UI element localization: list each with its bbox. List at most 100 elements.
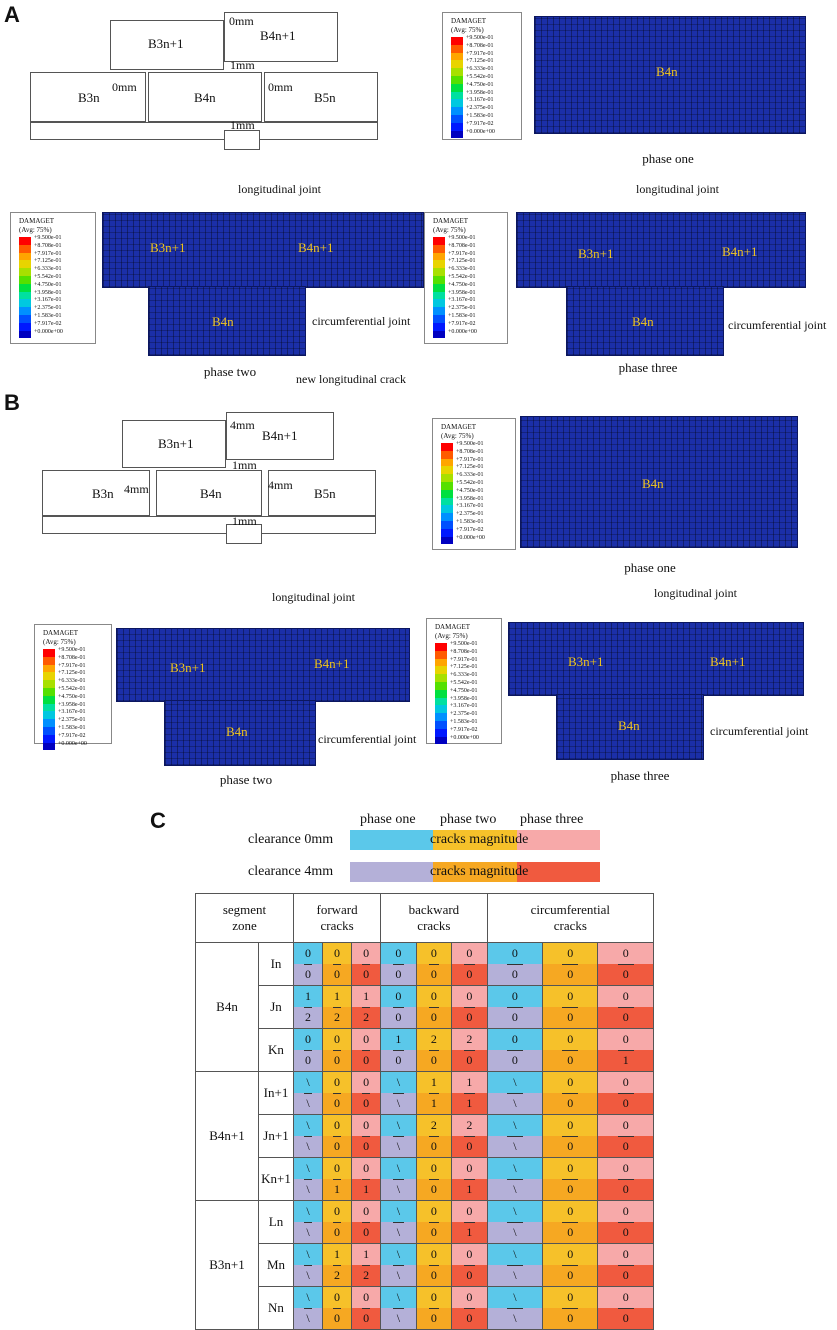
legend-swatch (441, 443, 453, 451)
col-header-line1: forward (316, 902, 358, 917)
cell-bottom-value: 0 (543, 1007, 598, 1028)
anno-a2-circ-joint: circumferential joint (312, 314, 411, 328)
segment-b3n-label: B3n (78, 90, 100, 105)
cell-bottom-value: 0 (381, 964, 416, 985)
segment-label: B3n+1 (195, 1200, 259, 1330)
cell-bottom-value: \ (487, 1308, 543, 1329)
legend-a-phase-one: DAMAGET(Avg: 75%) +9.500e-01+8.708e-01+7… (442, 12, 522, 140)
legend-swatch (435, 682, 447, 690)
legend-swatch (19, 299, 31, 308)
table-cell: \\ (486, 1286, 544, 1330)
col-header-line2: cracks (553, 918, 587, 933)
cell-bottom-value: \ (381, 1136, 416, 1157)
legend-value: +7.917e-01 (34, 250, 62, 257)
legend-swatch (451, 115, 463, 123)
legend-swatch (451, 130, 463, 139)
legend-swatch (19, 307, 31, 315)
cell-bottom-value: 0 (381, 1050, 416, 1071)
cell-bottom-value: 0 (487, 1007, 543, 1028)
legend-value: +3.958e-01 (448, 289, 476, 296)
cell-bottom-value: \ (381, 1308, 416, 1329)
cell-bottom-value: 0 (416, 1265, 452, 1286)
cell-bottom-value: 0 (416, 1222, 452, 1243)
legend-value: +6.333e-01 (466, 66, 494, 73)
lower-segment-b (226, 524, 262, 544)
legend-value: +3.167e-01 (466, 97, 494, 104)
legend-swatch (451, 83, 463, 92)
gap-mid-label-b: 1mm (232, 458, 257, 472)
cell-bottom-value: 0 (323, 1050, 352, 1071)
cell-top-value: \ (381, 1072, 416, 1093)
cell-top-value: 0 (543, 1115, 598, 1136)
segment-b3n1 (110, 20, 224, 70)
cell-top-value: 0 (487, 986, 543, 1007)
cell-top-value: 0 (452, 1201, 487, 1222)
gap-mid-label: 1mm (230, 58, 255, 72)
legend-value: +3.167e-01 (456, 503, 484, 510)
cell-top-value: 0 (352, 1072, 381, 1093)
cell-bottom-value: 0 (452, 1265, 487, 1286)
col-header-line1: backward (408, 902, 460, 917)
cell-bottom-value: 0 (598, 1136, 653, 1157)
segment-b3n-b (42, 470, 150, 516)
cell-top-value: 0 (323, 1029, 352, 1050)
corner-top: segment (222, 902, 267, 917)
legend-value: +7.917e-02 (34, 320, 62, 327)
cell-bottom-value: 1 (416, 1093, 452, 1114)
anno-b3-long-joint: longitudinal joint (654, 586, 737, 600)
legend-swatch (435, 658, 447, 667)
cell-top-value: 1 (294, 986, 323, 1007)
cell-top-value: 0 (381, 943, 416, 964)
legend-swatch (19, 276, 31, 284)
bar-0mm-text: cracks magnitude (430, 832, 529, 847)
legend-swatch (43, 734, 55, 743)
legend-value: +2.375e-01 (448, 305, 476, 312)
legend-value: +6.333e-01 (58, 678, 86, 685)
legend-value: +3.167e-01 (58, 709, 86, 716)
legend-swatch (19, 315, 31, 323)
mesh-a3-b3n1: B3n+1 (578, 246, 614, 261)
legend-swatch (43, 742, 55, 751)
cell-bottom-value: 0 (352, 1136, 381, 1157)
cell-top-value: 0 (294, 943, 323, 964)
legend-swatch (441, 505, 453, 514)
gap-bottom-label-b: 1mm (232, 514, 257, 528)
cell-top-value: 2 (416, 1029, 452, 1050)
legend-value: +7.917e-02 (450, 726, 478, 733)
legend-value: +9.500e-01 (456, 441, 484, 447)
legend-swatch (435, 666, 447, 675)
legend-swatch (441, 489, 453, 498)
gap-top-label: 0mm (229, 14, 254, 28)
legend-value: +3.958e-01 (450, 695, 478, 702)
cell-top-value: \ (294, 1072, 323, 1093)
gap-left-label-b: 4mm (124, 482, 149, 496)
legend-value: +1.583e-01 (448, 313, 476, 319)
mesh-a-phase-two-lower (148, 286, 306, 356)
legend-value: +7.917e-01 (450, 656, 478, 663)
legend-swatch (433, 252, 445, 261)
legend-b-phase-two: DAMAGET(Avg: 75%) +9.500e-01+8.708e-01+7… (34, 624, 112, 751)
cell-bottom-value: 2 (352, 1007, 381, 1028)
table-cell: \\ (380, 1243, 417, 1287)
cell-top-value: 0 (543, 986, 598, 1007)
phase-b-one: phase one (624, 560, 676, 575)
cell-bottom-value: \ (487, 1222, 543, 1243)
legend-value: +1.583e-01 (34, 313, 62, 319)
anno-b3-circ-joint: circumferential joint (710, 724, 809, 738)
cell-bottom-value: 0 (452, 1050, 487, 1071)
segment-b5n-b-label: B5n (314, 486, 336, 501)
cell-top-value: 2 (452, 1029, 487, 1050)
